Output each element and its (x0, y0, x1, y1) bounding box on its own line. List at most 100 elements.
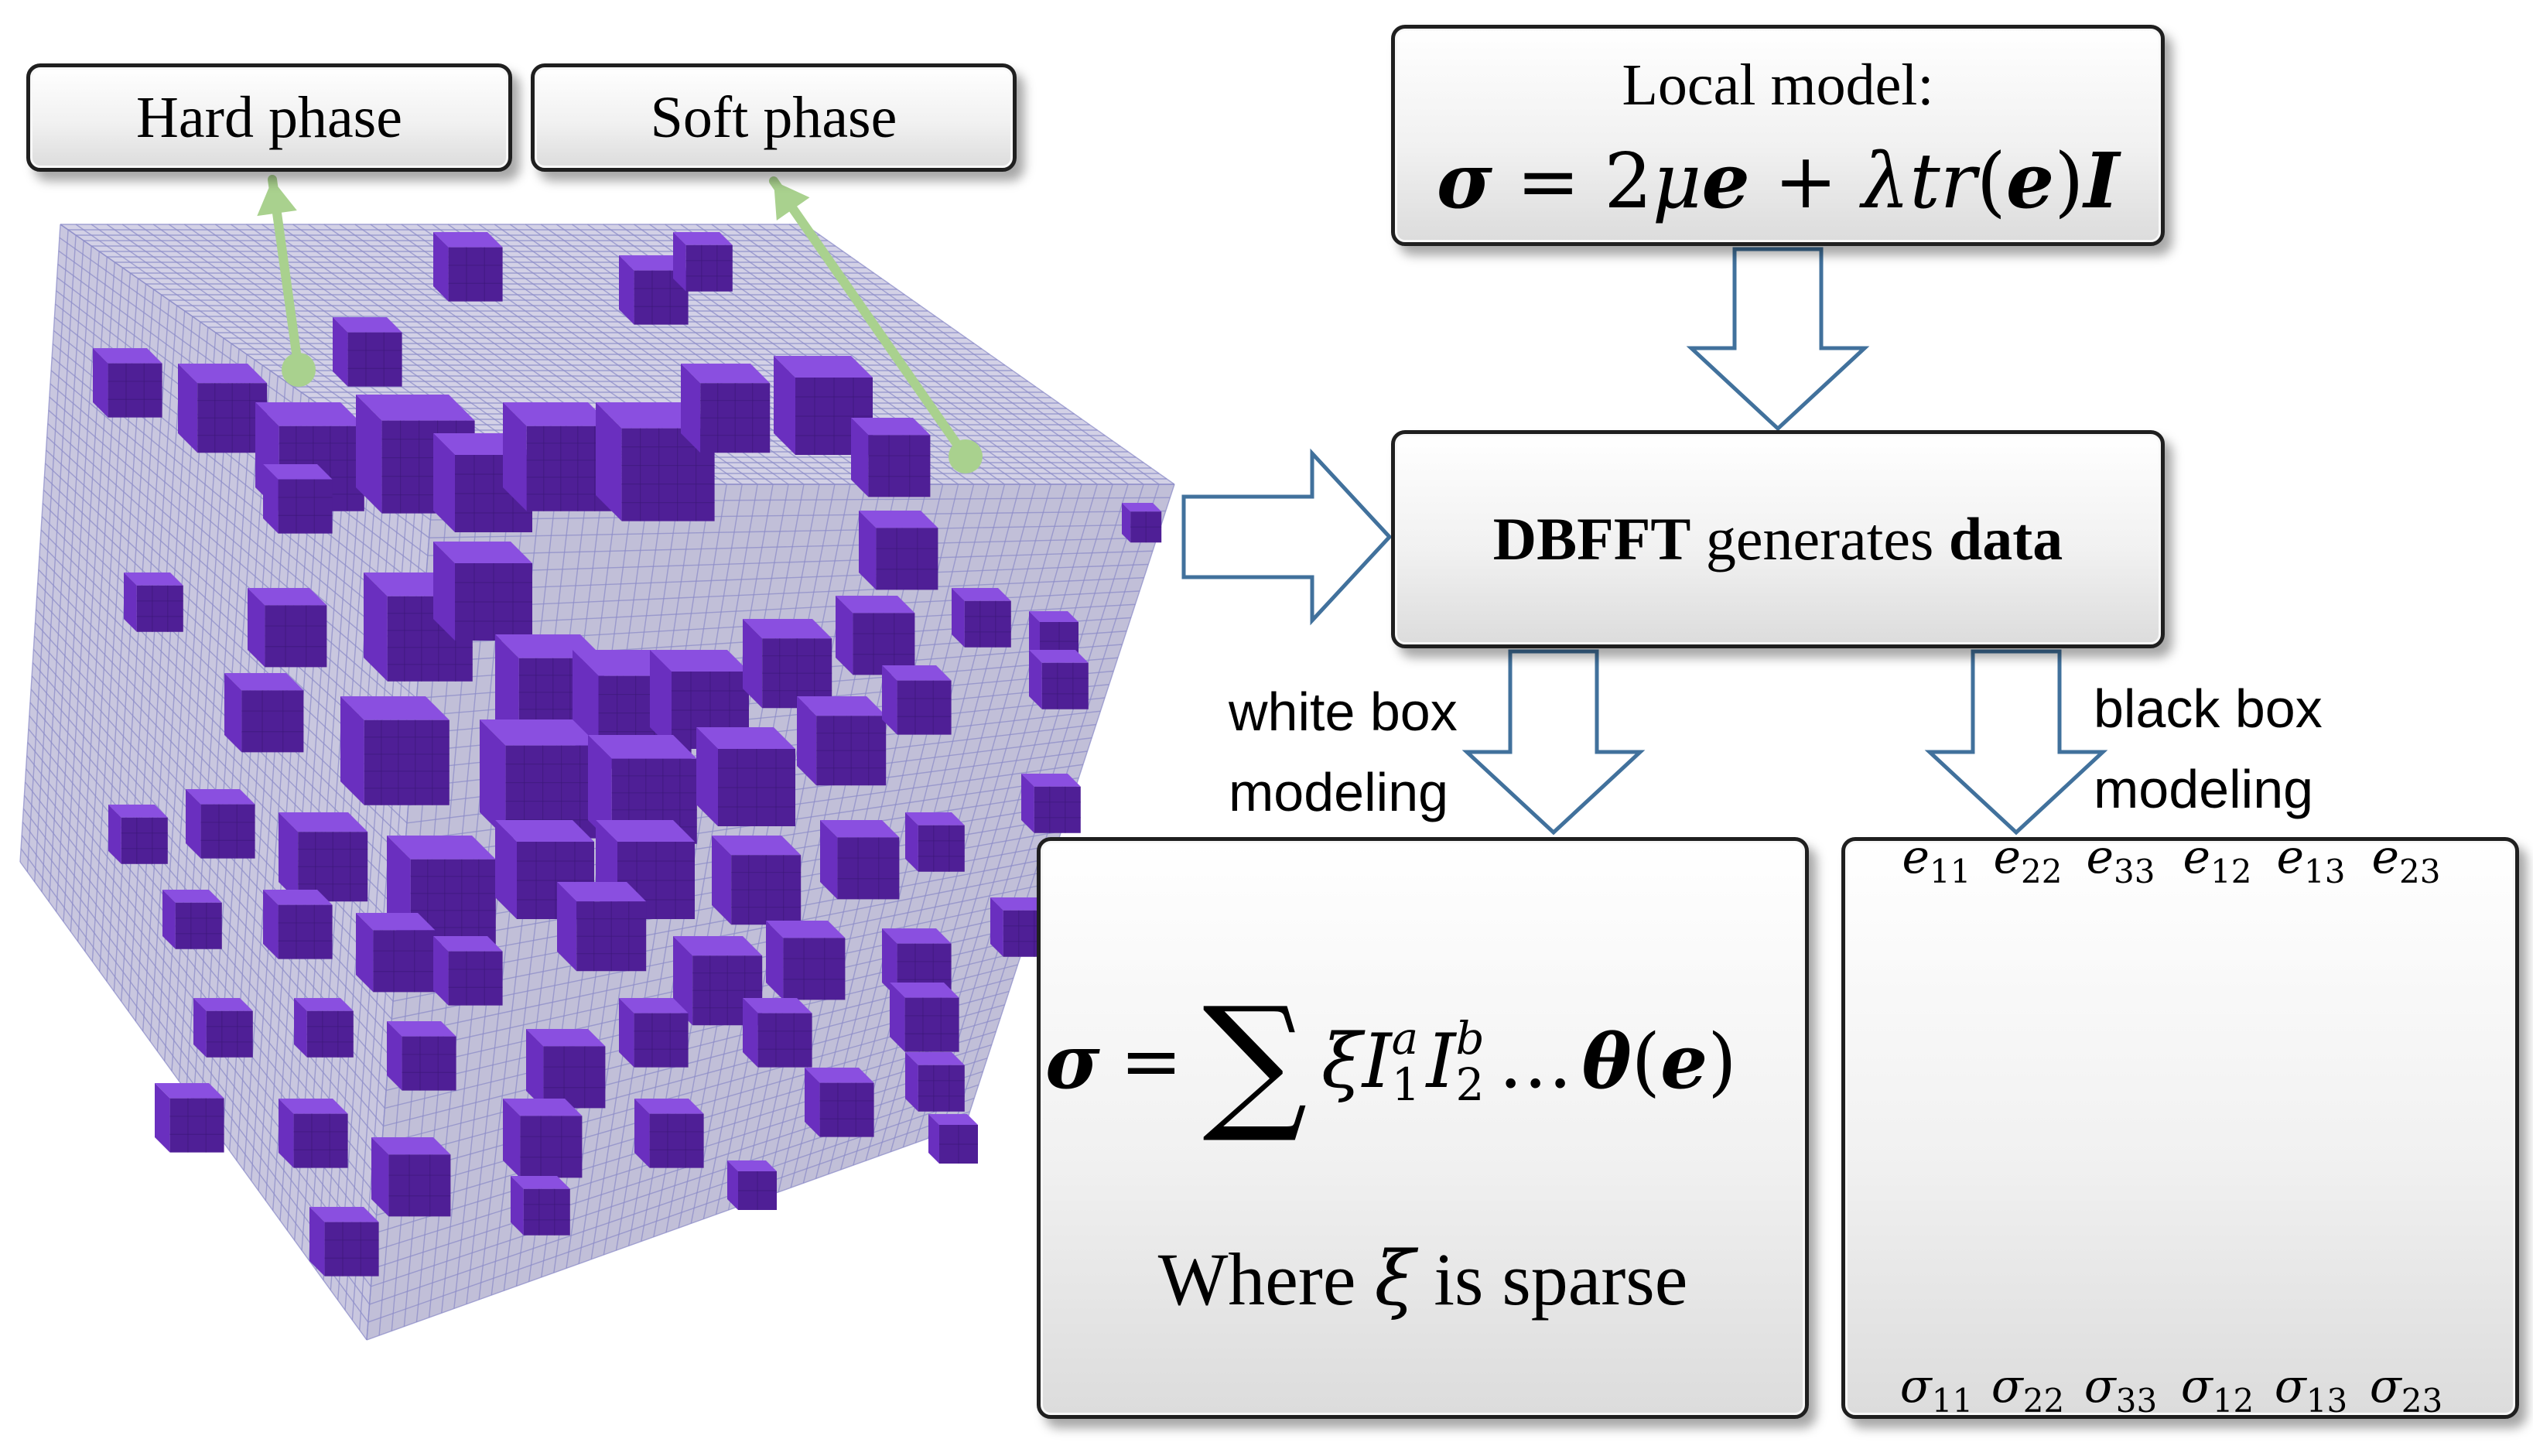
inclusion-51 (766, 921, 846, 1000)
inclusion-65 (634, 1099, 704, 1168)
sparse-xi: ξ (1374, 1236, 1416, 1322)
wb-xi: ξ (1321, 1018, 1362, 1105)
inclusion-71 (928, 1114, 978, 1164)
dbfft-box: DBFFT generates data (1391, 430, 2165, 648)
inclusion-68 (309, 1207, 379, 1277)
inclusion-44 (108, 805, 168, 864)
inclusion-36 (279, 812, 368, 902)
wb-sup-b: b (1455, 1012, 1485, 1065)
black-box-panel (1841, 837, 2519, 1419)
white-box-line2: modeling (1229, 762, 1449, 822)
inclusion-22 (650, 650, 749, 749)
inclusion-63 (371, 1137, 451, 1217)
eq-lambda: λ (1861, 138, 1910, 226)
inclusion-64 (503, 1099, 583, 1178)
sparse-rest: is sparse (1434, 1238, 1688, 1321)
local-model-title: Local model: (1622, 53, 1934, 118)
inclusion-32 (797, 696, 887, 786)
inclusion-48 (433, 936, 503, 1006)
sparse-where: Where (1157, 1238, 1356, 1321)
inclusion-16 (124, 572, 183, 632)
inclusion-55 (294, 998, 354, 1058)
inclusion-46 (263, 890, 333, 959)
inclusion-25 (952, 588, 1011, 648)
eq-plus: + (1773, 138, 1838, 226)
eq-tr: tr (1909, 138, 1977, 226)
dbfft-mid: generates (1705, 505, 1934, 572)
inclusion-40 (712, 836, 802, 925)
inclusion-19 (433, 542, 532, 641)
inclusion-58 (619, 998, 689, 1068)
inclusion-35 (186, 789, 255, 859)
inclusion-43 (1021, 774, 1081, 833)
white-box-label: white box modeling (1229, 672, 1458, 832)
inclusion-11 (619, 255, 689, 325)
inclusion-54 (193, 998, 253, 1058)
eq-e1: e (1701, 137, 1750, 226)
inclusion-27 (224, 673, 304, 753)
wb-e: e (1660, 1017, 1708, 1106)
white-box-arrow (1461, 649, 1646, 836)
wb-rparen: ) (1707, 1018, 1737, 1105)
phase-pointers (257, 175, 983, 473)
eq-lparen: ( (1976, 138, 2006, 226)
inclusion-1 (178, 364, 268, 453)
sparse-note: Where ξ is sparse (1041, 1236, 1805, 1322)
inclusion-47 (356, 913, 436, 993)
hard-phase-label: Hard phase (136, 84, 402, 150)
inclusion-9 (851, 418, 931, 497)
inclusion-45 (162, 890, 222, 949)
inclusion-70 (727, 1160, 777, 1210)
wb-sigma: σ (1045, 1017, 1100, 1106)
inclusion-66 (805, 1068, 874, 1137)
inclusion-69 (511, 1176, 570, 1236)
inclusion-72 (1122, 503, 1162, 543)
eq-rparen: ) (2054, 138, 2084, 226)
inclusion-7 (681, 364, 771, 453)
inclusion-13 (333, 317, 402, 387)
microstructure-cube (19, 224, 1175, 1341)
inclusion-10 (433, 232, 503, 302)
cube-to-dbfft-arrow (1181, 448, 1393, 626)
inclusion-23 (743, 619, 832, 709)
inclusion-24 (836, 596, 915, 675)
eq-equals: = (1516, 138, 1581, 226)
wb-dots: … (1498, 1018, 1573, 1105)
inclusion-60 (890, 983, 959, 1052)
inclusion-49 (557, 882, 647, 972)
dbfft-data: data (1948, 505, 2063, 572)
inclusion-15 (859, 511, 938, 590)
inclusion-34 (1029, 650, 1089, 709)
inclusion-28 (340, 696, 450, 805)
inclusion-56 (387, 1021, 456, 1091)
wb-equals: = (1120, 1018, 1183, 1105)
inclusion-17 (248, 588, 327, 668)
black-box-label: black box modeling (2094, 668, 2323, 829)
wb-lparen: ( (1631, 1018, 1661, 1105)
inclusion-5 (503, 402, 612, 511)
inclusion-61 (155, 1083, 224, 1153)
inclusion-59 (743, 998, 812, 1068)
white-box-line1: white box (1229, 682, 1458, 742)
inclusion-42 (905, 812, 965, 872)
wb-sub-1: 1 (1391, 1058, 1420, 1111)
black-box-line2: modeling (2094, 759, 2314, 819)
inclusion-14 (263, 464, 333, 534)
local-model-equation: σ = 2μe + λtr(e)I (1395, 137, 2161, 226)
black-box-arrow (1924, 649, 2108, 836)
eq-identity: I (2083, 137, 2120, 226)
inclusion-33 (882, 665, 952, 735)
inclusion-57 (526, 1029, 606, 1109)
inclusion-29 (480, 719, 599, 839)
wb-I1: I (1362, 1018, 1392, 1105)
dbfft-bold: DBFFT (1492, 505, 1691, 572)
eq-mu: μ (1652, 138, 1702, 226)
wb-sup-a: a (1391, 1012, 1419, 1065)
soft-phase-label-box: Soft phase (531, 63, 1017, 172)
wb-I2: I (1426, 1018, 1456, 1105)
inclusion-62 (279, 1099, 348, 1168)
